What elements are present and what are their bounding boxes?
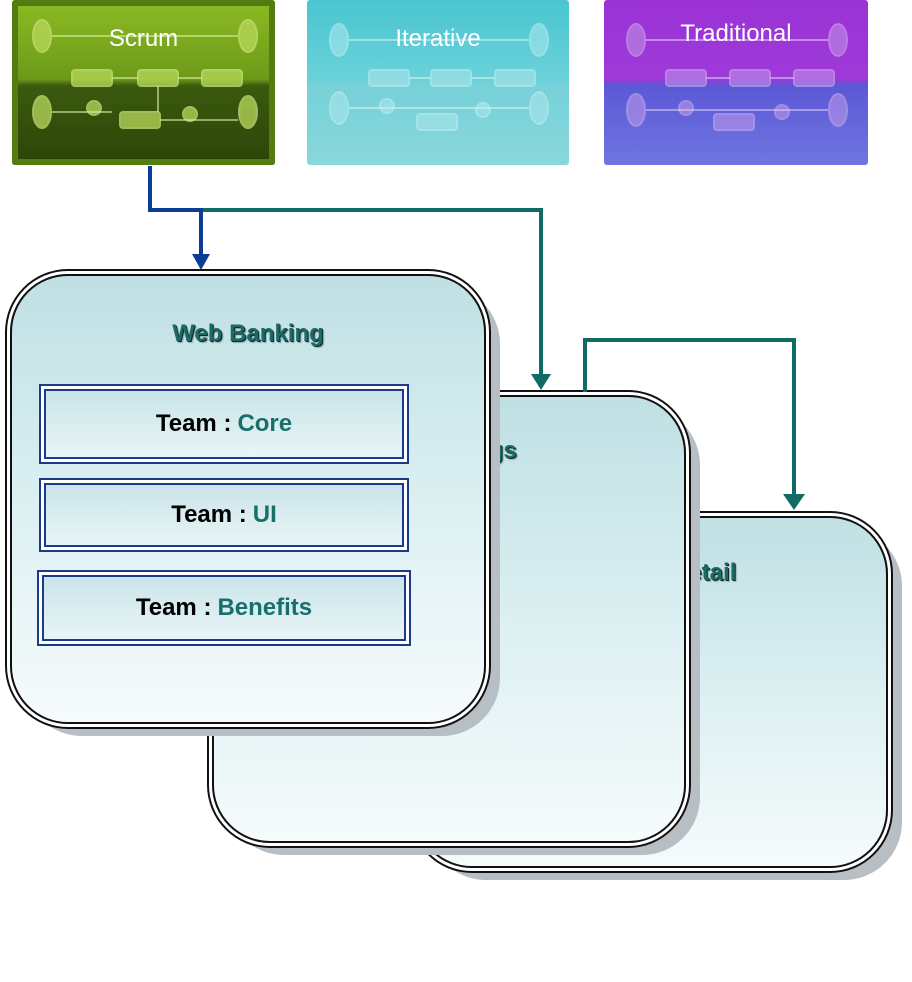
team-name: UI — [252, 501, 277, 528]
team-prefix: Team : — [171, 501, 247, 528]
iterative-method-tile: Iterative — [307, 0, 569, 165]
team-core-box: Team : Core — [39, 384, 409, 464]
process-flow-icon — [329, 23, 549, 131]
team-name: Benefits — [217, 594, 313, 621]
team-ui-box: Team : UI — [39, 478, 409, 552]
arrow-head-web — [192, 254, 210, 270]
scrum-method-tile: Scrum — [12, 0, 275, 165]
process-flow-icon — [626, 23, 848, 131]
traditional-label: Traditional — [680, 20, 792, 47]
iterative-label: Iterative — [395, 25, 481, 52]
process-flow-icon — [32, 19, 258, 129]
traditional-method-tile: Traditional — [604, 0, 868, 165]
arrow-head-retail — [783, 494, 805, 510]
team-name: Core — [237, 410, 293, 437]
scrum-label: Scrum — [108, 25, 179, 52]
team-prefix: Team : — [155, 410, 232, 437]
web-banking-project-card: Web Banking Team : Core Team : UI Team :… — [10, 274, 486, 724]
connector-scrum-to-web — [148, 166, 203, 258]
web-banking-title: Web Banking — [172, 320, 324, 347]
team-prefix: Team : — [135, 594, 212, 621]
team-benefits-box: Team : Benefits — [37, 570, 411, 646]
arrow-head-savings — [531, 374, 551, 390]
